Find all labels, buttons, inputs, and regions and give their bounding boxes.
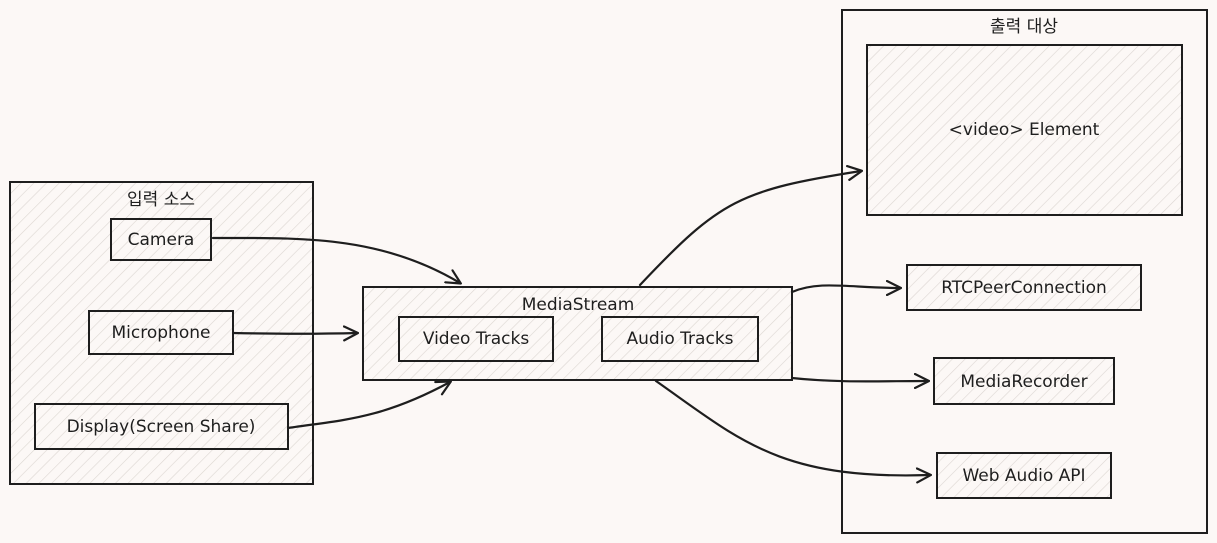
arrow-camera-to-mediastream [211,236,460,283]
web-audio-api-node[interactable]: Web Audio API [936,452,1112,499]
web-audio-api-label: Web Audio API [962,466,1085,486]
arrow-mediastream-to-web-audio [654,379,930,475]
video-element-label: <video> Element [949,120,1100,140]
camera-node[interactable]: Camera [110,218,212,261]
connectors [211,171,930,475]
media-recorder-label: MediaRecorder [960,372,1087,392]
display-label: Display(Screen Share) [67,417,256,437]
input-sources-title: 입력 소스 [127,190,195,210]
audio-tracks-node[interactable]: Audio Tracks [601,316,759,362]
video-tracks-label: Video Tracks [423,329,530,349]
arrow-mediastream-to-recorder [790,378,928,381]
media-stream-group: MediaStream Video Tracks Audio Tracks [362,286,793,381]
camera-label: Camera [128,230,195,250]
arrow-microphone-to-mediastream [231,333,357,334]
arrow-display-to-mediastream [286,382,450,430]
media-stream-title: MediaStream [522,295,635,315]
audio-tracks-label: Audio Tracks [626,329,733,349]
rtc-peer-connection-node[interactable]: RTCPeerConnection [906,264,1142,311]
arrow-mediastream-to-video-element [638,171,861,287]
arrow-mediastream-to-rtc [790,285,900,292]
microphone-node[interactable]: Microphone [88,310,234,355]
display-node[interactable]: Display(Screen Share) [34,403,289,450]
video-tracks-node[interactable]: Video Tracks [398,316,554,362]
video-element-node[interactable]: <video> Element [866,44,1183,216]
output-targets-group: 출력 대상 <video> Element RTCPeerConnection … [841,9,1208,534]
media-recorder-node[interactable]: MediaRecorder [933,357,1115,405]
rtc-peer-connection-label: RTCPeerConnection [941,278,1107,298]
microphone-label: Microphone [112,323,211,343]
output-targets-title: 출력 대상 [990,17,1058,37]
